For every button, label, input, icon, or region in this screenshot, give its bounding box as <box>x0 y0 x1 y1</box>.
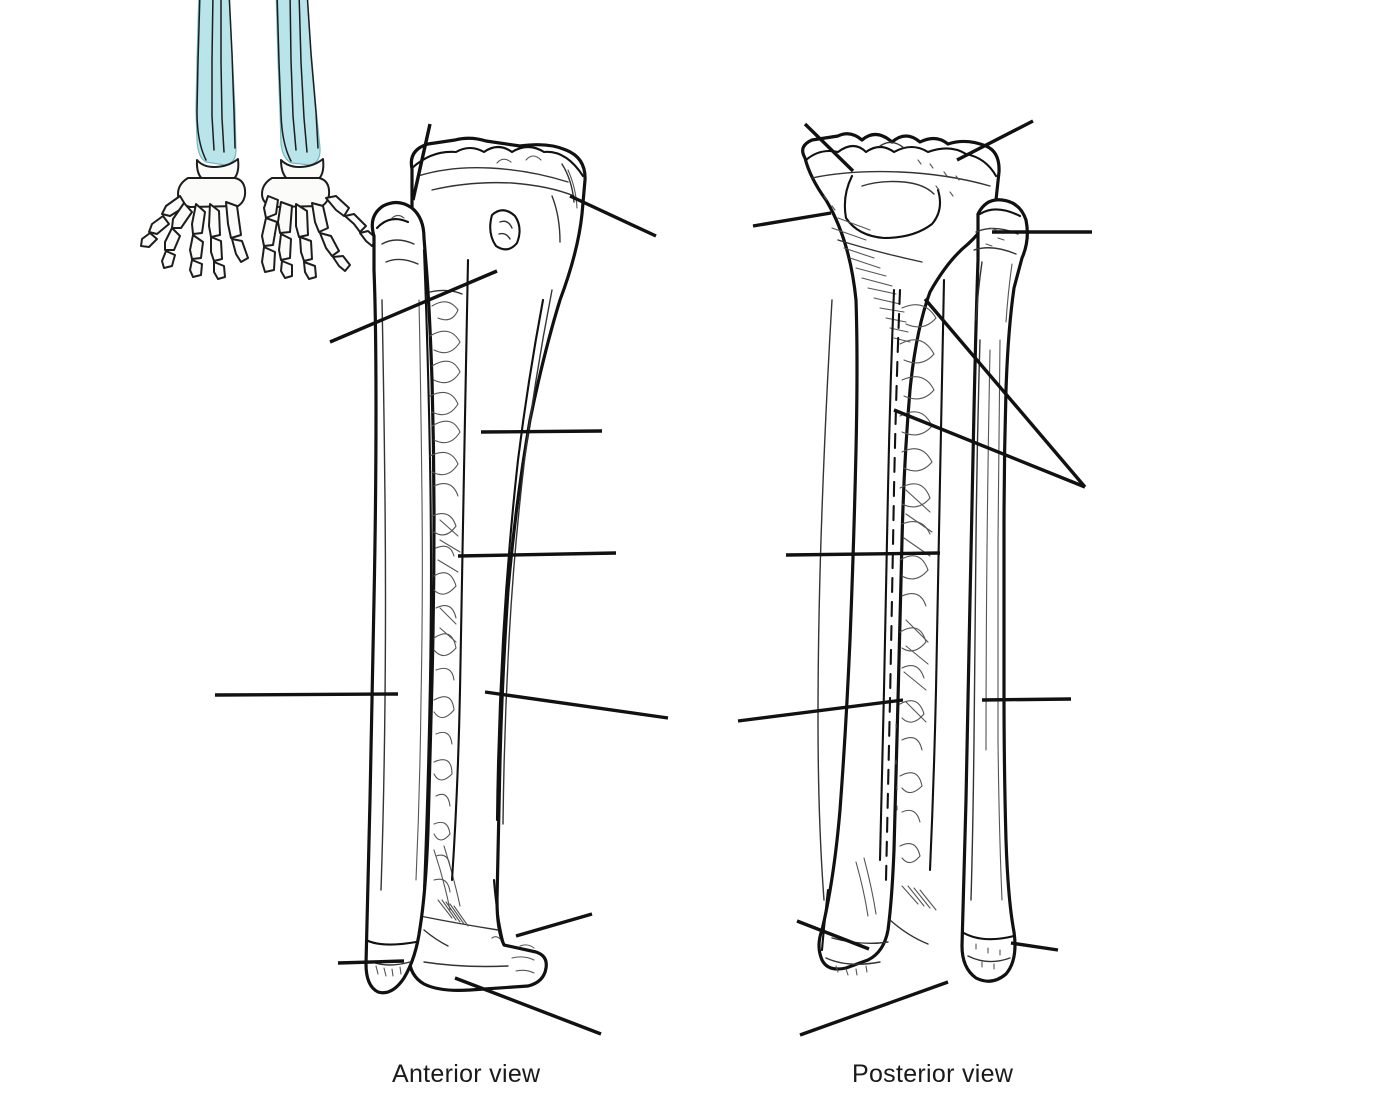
leader-line-a9 <box>515 912 593 938</box>
leader-line-a6 <box>214 692 399 697</box>
leader-line-a5 <box>457 551 617 558</box>
leader-line-p1 <box>803 122 855 173</box>
leader-line-p6 <box>893 408 1086 489</box>
leader-line-a10 <box>454 976 602 1036</box>
leader-line-p3 <box>752 211 832 228</box>
anterior-view-illustration <box>214 123 669 1036</box>
leader-line-a4 <box>480 429 603 434</box>
posterior-interosseous-membrane <box>884 278 946 945</box>
anterior-leader-lines <box>214 123 669 1036</box>
leader-line-p12 <box>799 980 949 1037</box>
mini-left-leg <box>140 0 249 280</box>
mini-right-leg <box>261 0 378 280</box>
leader-line-a7 <box>484 690 669 720</box>
leader-line-a3 <box>329 269 498 344</box>
leader-line-a8 <box>337 959 405 965</box>
anterior-fibula <box>364 200 436 995</box>
leader-line-p5 <box>923 297 1087 489</box>
leader-line-p9 <box>981 697 1072 702</box>
leader-line-a1 <box>411 123 432 201</box>
leader-line-p2 <box>956 119 1034 162</box>
leader-line-p11 <box>1010 941 1059 952</box>
leader-line-a2 <box>569 194 657 238</box>
leader-line-p10 <box>796 919 870 951</box>
leader-line-p7 <box>785 551 941 557</box>
posterior-view-illustration <box>737 119 1092 1037</box>
anterior-view-caption: Anterior view <box>392 1060 541 1088</box>
anterior-interosseous-membrane <box>422 248 470 947</box>
posterior-fibula <box>960 198 1029 983</box>
posterior-view-caption: Posterior view <box>852 1060 1014 1088</box>
orientation-figure <box>140 0 378 280</box>
leader-line-p8 <box>737 698 904 723</box>
posterior-leader-lines <box>737 119 1092 1037</box>
